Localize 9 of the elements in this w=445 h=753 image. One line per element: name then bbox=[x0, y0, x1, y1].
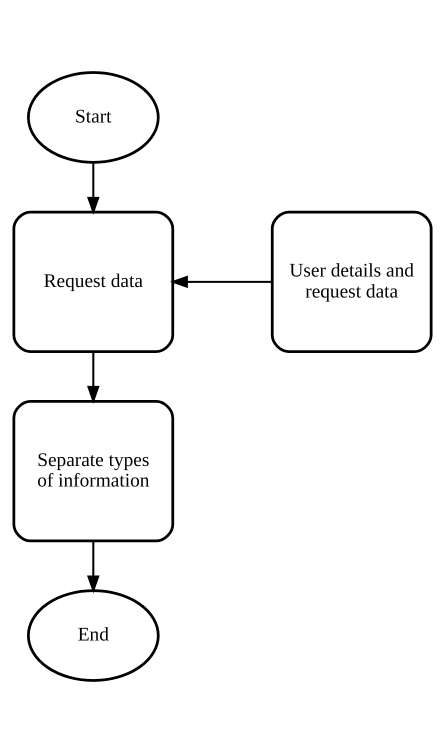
arrow bbox=[170, 276, 272, 288]
node-box: User details and request data bbox=[270, 210, 433, 354]
node-box: Separate types of information bbox=[12, 400, 174, 542]
arrow bbox=[87, 541, 100, 594]
node-box: Request data bbox=[12, 210, 174, 354]
node-ellipse: End bbox=[26, 589, 160, 682]
node-ellipse: Start bbox=[26, 71, 160, 164]
arrow bbox=[87, 352, 100, 404]
arrow bbox=[87, 162, 100, 215]
